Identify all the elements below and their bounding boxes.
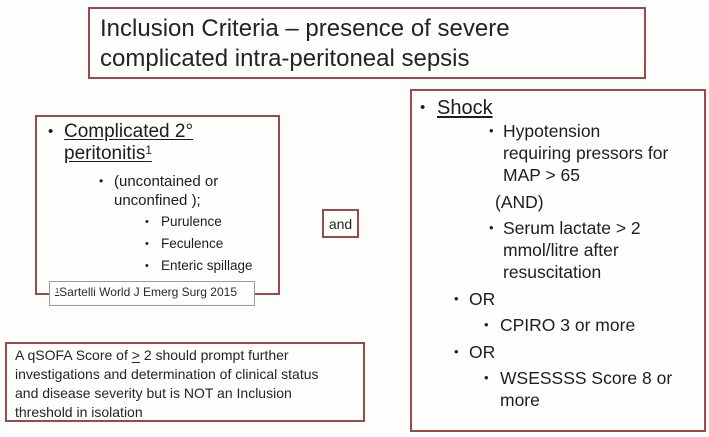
footnote-box: 1Sartelli World J Emerg Surg 2015: [49, 281, 255, 306]
or-row: • OR: [412, 288, 704, 310]
bullet-icon: •: [454, 291, 459, 306]
criterion-text: WSESSSS Score 8 or more: [500, 368, 673, 410]
left-heading-text: Complicated 2° peritonitis: [64, 121, 194, 164]
footnote-marker: 1: [145, 143, 152, 157]
criterion-text: Serum lactate > 2 mmol/litre after resus…: [503, 218, 641, 282]
criterion-text: Hypotension requiring pressors for MAP >…: [503, 121, 669, 185]
bullet-icon: •: [489, 220, 494, 235]
criterion-row: • Hypotension requiring pressors for MAP…: [412, 120, 704, 186]
bullet-icon: •: [48, 123, 54, 140]
left-heading: Complicated 2° peritonitis1: [64, 121, 193, 167]
criterion-row: • WSESSSS Score 8 or more: [412, 367, 704, 411]
note-text-after: 2 should prompt further investigations a…: [15, 347, 319, 420]
or-row: • OR: [412, 341, 704, 363]
bullet-icon: •: [145, 238, 149, 250]
and-connector-label: and: [328, 215, 353, 232]
criterion-row: • CPIRO 3 or more: [412, 314, 704, 336]
qsofa-note-box: A qSOFA Score of > 2 should prompt furth…: [5, 342, 365, 422]
bullet-icon: •: [420, 99, 426, 116]
list-item: • Enteric spillage: [37, 256, 278, 276]
shock-heading-row: • Shock: [412, 96, 704, 120]
footnote-text: Sartelli World J Emerg Surg 2015: [59, 285, 237, 299]
criterion-text: CPIRO 3 or more: [500, 315, 636, 335]
list-item: • Purulence: [37, 212, 278, 232]
list-item-label: Feculence: [161, 236, 224, 251]
or-label: OR: [469, 342, 496, 362]
bullet-icon: •: [489, 123, 494, 138]
bullet-icon: •: [454, 344, 459, 359]
list-item-label: Enteric spillage: [161, 258, 253, 273]
list-item: • Feculence: [37, 234, 278, 254]
left-subitem-row: • (uncontained or unconfined );: [37, 172, 278, 210]
bullet-icon: •: [99, 174, 104, 188]
list-item-label: Purulence: [161, 214, 222, 229]
right-criteria-box: • Shock • Hypotension requiring pressors…: [410, 89, 706, 432]
left-subitem-text: (uncontained or unconfined );: [114, 173, 219, 209]
bullet-icon: •: [145, 260, 149, 272]
note-text-before: A qSOFA Score of: [15, 347, 128, 363]
bullet-icon: •: [484, 370, 489, 385]
bullet-icon: •: [145, 216, 149, 228]
left-criteria-box: • Complicated 2° peritonitis1 • (unconta…: [35, 115, 280, 306]
shock-heading: Shock: [437, 97, 493, 119]
and-connector-box: and: [322, 209, 359, 238]
qsofa-note-text: A qSOFA Score of > 2 should prompt furth…: [7, 344, 363, 424]
title-box: Inclusion Criteria – presence of severe …: [88, 7, 646, 79]
slide-title: Inclusion Criteria – presence of severe …: [100, 15, 510, 72]
left-heading-row: • Complicated 2° peritonitis1: [37, 121, 278, 167]
footnote-marker: 1: [55, 285, 60, 295]
gte-symbol: >: [131, 347, 140, 363]
bullet-icon: •: [484, 317, 489, 332]
and-label: (AND): [495, 192, 544, 212]
criterion-row: • Serum lactate > 2 mmol/litre after res…: [412, 217, 704, 283]
or-label: OR: [469, 289, 496, 309]
